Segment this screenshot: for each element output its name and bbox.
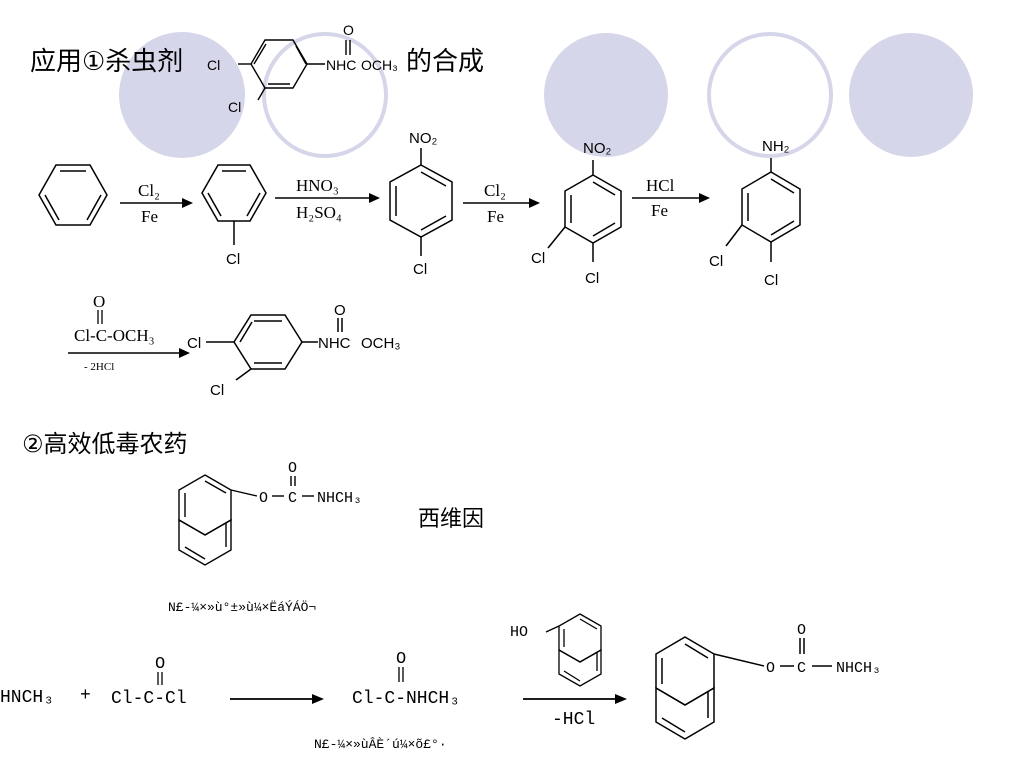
sevin-naphthalene (178, 474, 314, 566)
row3-product-c: C (797, 660, 806, 677)
garbled-caption-1: N£-¼×»ù°±»ù¼×ËáÝÁÖ¬ (168, 600, 316, 615)
decor-circle-3 (544, 33, 668, 157)
decor-circle-1 (119, 32, 245, 158)
row3-phosgene: Cl-C-Cl (111, 689, 187, 709)
benzene-ring (38, 164, 108, 226)
nitrochlorobenzene-ring (389, 148, 453, 256)
decor-circles (119, 32, 973, 158)
sevin-o-dbl: O (288, 460, 297, 477)
arrow-2-top: HNO₃ (296, 176, 339, 195)
section2-title: ②高效低毒农药 (22, 430, 188, 458)
section1-title-suffix: 的合成 (406, 47, 484, 77)
arrow-3: Cl₂ Fe (463, 181, 540, 226)
section1-title: 应用①杀虫剂 Cl Cl O NHC OCH₃ 的合成 (30, 22, 484, 115)
decor-circle-5 (849, 33, 973, 157)
arrow-4-bottom: Fe (651, 201, 668, 220)
sevin-o-link: O (259, 490, 268, 507)
dichloronitrobenzene-ring (547, 160, 622, 262)
arrow-2: HNO₃ H₂SO₄ (275, 176, 380, 222)
arrow-1: Cl₂ Fe (120, 181, 193, 226)
dichloronitrobenzene-no2: NO₂ (583, 140, 612, 157)
decor-circle-2 (262, 32, 388, 158)
section1-title-prefix: 应用①杀虫剂 (30, 47, 183, 77)
row2-reagent-formula: Cl-C-OCH₃ (74, 326, 155, 345)
arrow-1-bottom: Fe (141, 207, 158, 226)
arrow-4-top: HCl (646, 176, 675, 195)
arrow-2-bottom: H₂SO₄ (296, 203, 342, 222)
dichloroaniline-cl-a: Cl (709, 253, 723, 270)
dichloronitrobenzene-cl-a: Cl (531, 250, 545, 267)
title-struct-nhc: NHC (326, 57, 356, 73)
arrow-3-top: Cl₂ (484, 181, 506, 200)
arrow-1-top: Cl₂ (138, 181, 160, 200)
row2-arrow-bottom: - 2HCl (84, 361, 114, 373)
sevin-c: C (288, 490, 297, 507)
title-struct-o: O (343, 22, 354, 38)
sevin-name: 西维因 (418, 507, 484, 532)
garbled-caption-2: N£-¼×»ùÂÈ´ú¼×õ£°· (314, 737, 447, 752)
row3-product-nhch3: NHCH₃ (836, 660, 881, 677)
chlorobenzene-ring (201, 164, 267, 245)
row3-amine: HNCH₃ (0, 688, 54, 708)
title-struct-cl2: Cl (228, 99, 241, 115)
title-struct-cl: Cl (207, 57, 220, 73)
row3-plus: + (80, 686, 91, 706)
decor-circle-4 (707, 32, 833, 158)
row3-product-o-dbl: O (797, 622, 806, 639)
row3-phosgene-o: O (155, 655, 165, 674)
title-structure (238, 39, 351, 101)
row2-reagent: O Cl-C-OCH₃ - 2HCl (68, 292, 190, 373)
row3-product-o-link: O (766, 660, 775, 677)
naphthol-structure (545, 613, 602, 687)
nitrochlorobenzene-no2: NO₂ (409, 130, 438, 147)
dichloroaniline-nh2: NH₂ (762, 138, 790, 155)
naphthol-ho: HO (510, 624, 528, 641)
row2-product-o: O (334, 302, 346, 319)
nitrochlorobenzene-cl: Cl (413, 261, 427, 278)
row2-product-och3: OCH₃ (361, 335, 400, 352)
row2-product-ring (206, 314, 343, 381)
arrow-4: HCl Fe (632, 176, 710, 220)
dichloronitrobenzene-cl-b: Cl (585, 270, 599, 287)
row2-reagent-o: O (93, 292, 105, 311)
dichloroaniline-ring (725, 158, 801, 262)
row2-product-nhc: NHC (318, 335, 351, 352)
chlorobenzene-cl: Cl (226, 251, 240, 268)
row3-product-naphthalene (655, 636, 832, 740)
row3-arrow-bottom: -HCl (552, 710, 595, 730)
arrow-3-bottom: Fe (487, 207, 504, 226)
row3-intermediate: Cl-C-NHCH₃ (352, 689, 460, 709)
row3-intermediate-o: O (396, 650, 406, 669)
dichloroaniline-cl-b: Cl (764, 272, 778, 289)
row2-product-cl-a: Cl (187, 335, 201, 352)
title-struct-och3: OCH₃ (361, 57, 398, 73)
row2-product-cl-b: Cl (210, 382, 224, 399)
sevin-nhch3: NHCH₃ (317, 490, 362, 507)
